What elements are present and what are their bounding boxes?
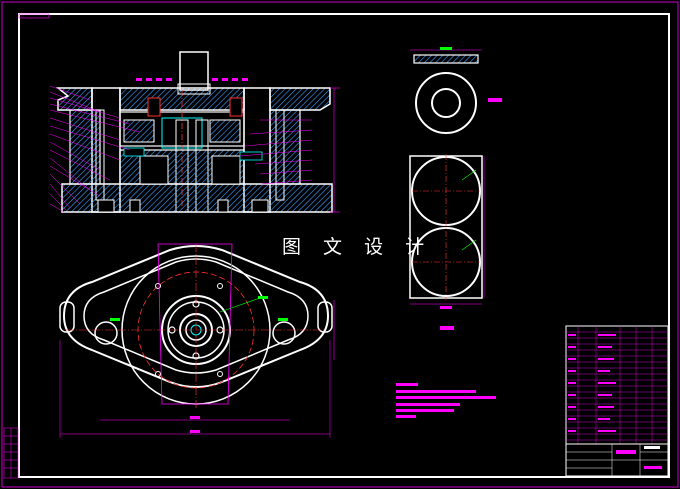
revision-strip: [3, 427, 19, 479]
part-detail-view: [409, 47, 502, 330]
title-block: [565, 325, 669, 477]
plan-view: [59, 243, 335, 438]
section-view: [49, 51, 340, 213]
technical-notes: [396, 383, 496, 418]
watermark-text: 图 文 设 计: [282, 236, 433, 258]
